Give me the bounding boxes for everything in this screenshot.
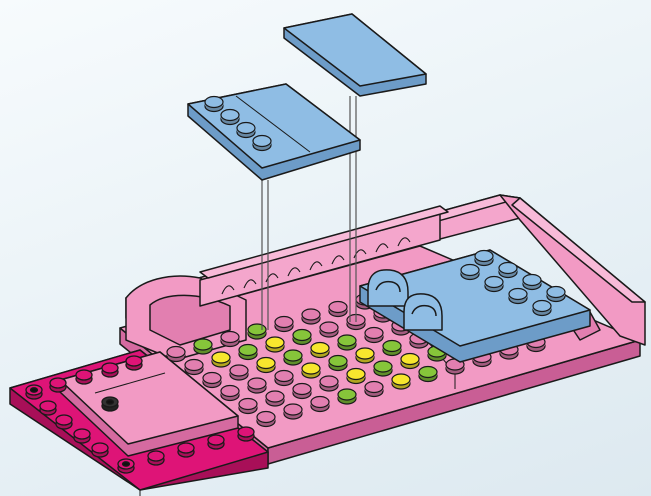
stud <box>374 361 392 376</box>
stud <box>499 263 517 278</box>
stud <box>221 386 239 401</box>
stud <box>275 371 293 386</box>
stud <box>401 354 419 369</box>
stud <box>302 309 320 324</box>
stud <box>253 136 271 151</box>
stud <box>284 404 302 419</box>
stud <box>205 97 223 112</box>
stud <box>461 265 479 280</box>
stud <box>221 332 239 347</box>
stud <box>293 384 311 399</box>
stud <box>185 360 203 375</box>
stud <box>365 328 383 343</box>
stud <box>338 389 356 404</box>
stud <box>230 365 248 380</box>
stud <box>239 399 257 414</box>
stud <box>338 335 356 350</box>
stud <box>248 378 266 393</box>
stud <box>547 287 565 302</box>
stud <box>320 376 338 391</box>
stud <box>212 352 230 367</box>
stud <box>329 302 347 317</box>
stud <box>248 324 266 339</box>
stud <box>533 301 551 316</box>
floating-tile <box>284 14 426 96</box>
stud <box>365 382 383 397</box>
stud <box>293 330 311 345</box>
stud <box>203 373 221 388</box>
stud <box>509 289 527 304</box>
stud <box>237 123 255 138</box>
stud <box>311 397 329 412</box>
stud <box>302 363 320 378</box>
stud <box>392 374 410 389</box>
stud <box>266 337 284 352</box>
stud <box>194 339 212 354</box>
stud <box>311 343 329 358</box>
stud <box>320 322 338 337</box>
stud <box>347 369 365 384</box>
stud <box>221 110 239 125</box>
stud <box>383 341 401 356</box>
stud <box>284 350 302 365</box>
stud <box>266 391 284 406</box>
stud <box>329 356 347 371</box>
stud <box>419 367 437 382</box>
stud <box>523 275 541 290</box>
stud <box>485 277 503 292</box>
stud <box>167 347 185 362</box>
stud <box>475 251 493 266</box>
stud <box>257 358 275 373</box>
stud <box>275 317 293 332</box>
stud <box>239 345 257 360</box>
stud <box>356 348 374 363</box>
stud <box>257 412 275 427</box>
